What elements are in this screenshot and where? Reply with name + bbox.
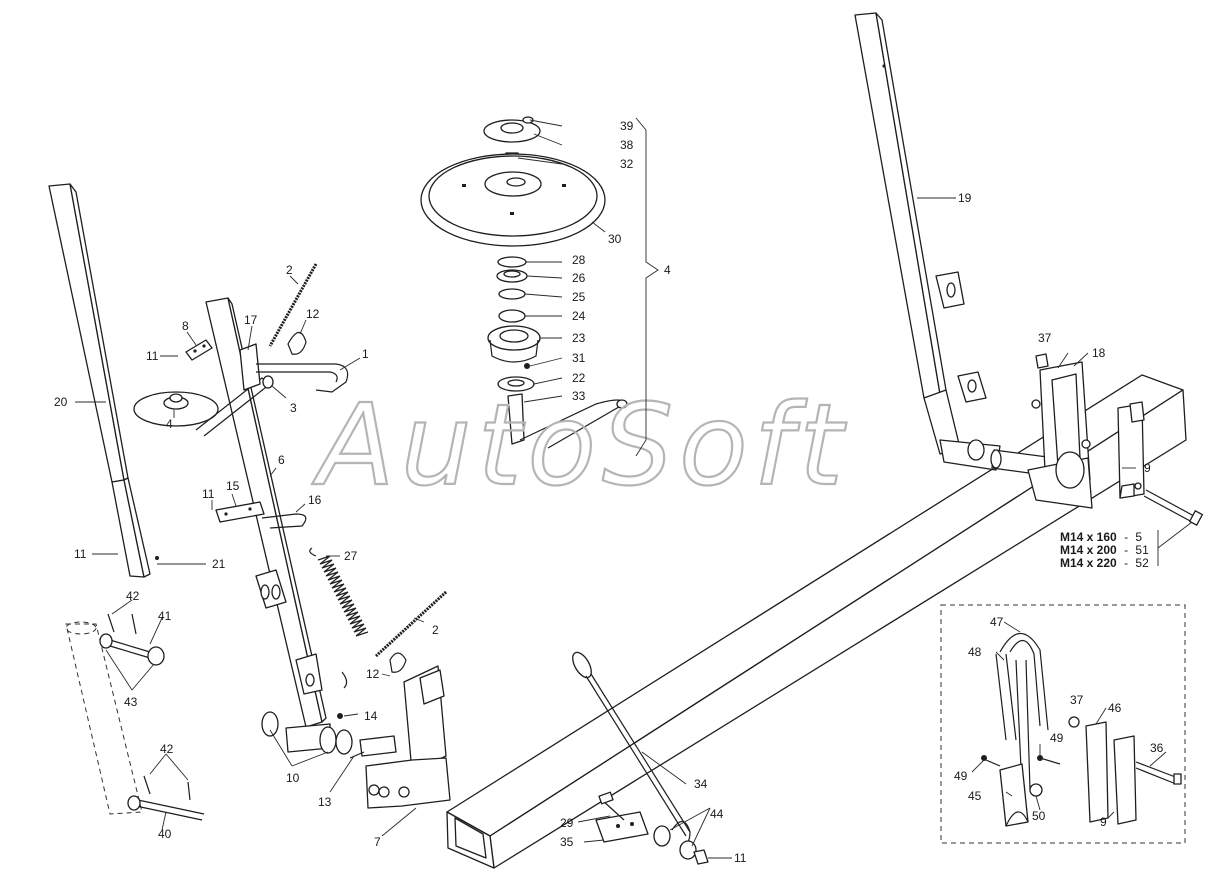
stay-rod-group <box>572 651 709 865</box>
upper-bracket-group <box>185 331 349 393</box>
callout-4-disc: 4 <box>166 417 173 431</box>
callout-25: 25 <box>572 290 586 304</box>
clamp-plate <box>1117 401 1203 526</box>
callout-7: 7 <box>374 835 381 849</box>
mast-mount-bracket <box>1027 353 1093 509</box>
callout-48: 48 <box>968 645 982 659</box>
callout-33: 33 <box>572 389 586 403</box>
callout-11-mid: 11 <box>202 487 215 501</box>
callout-41: 41 <box>158 609 172 623</box>
leader-lines <box>75 117 1193 859</box>
callout-21: 21 <box>212 557 226 571</box>
callout-22: 22 <box>572 371 586 385</box>
bolt-ref: 52 <box>1135 556 1149 570</box>
callout-10: 10 <box>286 771 300 785</box>
watermark-text: AutoSoft <box>312 381 849 511</box>
callout-46: 46 <box>1108 701 1122 715</box>
callout-30: 30 <box>608 232 622 246</box>
coulter-disc-stack <box>420 116 628 449</box>
main-frame-beam <box>446 374 1187 869</box>
bolt-size-table: M14 x 160 - 5 M14 x 200 - 51 M14 x 220 -… <box>1060 530 1149 570</box>
callout-37-main: 37 <box>1038 331 1052 345</box>
callout-40: 40 <box>158 827 172 841</box>
callout-32: 32 <box>620 157 634 171</box>
callout-11-bracket: 11 <box>146 349 159 363</box>
callout-labels: 39 38 32 30 28 26 25 24 23 31 22 33 4 19… <box>54 119 1164 865</box>
lower-mount-bracket <box>349 652 451 809</box>
small-disc-assembly <box>133 377 271 437</box>
bolt-ref: 51 <box>1135 543 1149 557</box>
callout-36: 36 <box>1150 741 1164 755</box>
callout-2-upper: 2 <box>286 263 293 277</box>
callout-1: 1 <box>362 347 369 361</box>
left-mast <box>48 183 159 578</box>
bolt-size: M14 x 200 <box>1060 543 1117 557</box>
callout-6: 6 <box>278 453 285 467</box>
callout-26: 26 <box>572 271 586 285</box>
pin-assembly <box>65 613 205 821</box>
callout-23: 23 <box>572 331 586 345</box>
callout-50: 50 <box>1032 809 1046 823</box>
callout-47: 47 <box>990 615 1004 629</box>
callout-29: 29 <box>560 816 574 830</box>
callout-31: 31 <box>572 351 586 365</box>
callout-14: 14 <box>364 709 378 723</box>
bolt-size: M14 x 220 <box>1060 556 1117 570</box>
callout-37-inset: 37 <box>1070 693 1084 707</box>
callout-20: 20 <box>54 395 68 409</box>
callout-28: 28 <box>572 253 586 267</box>
callout-2-lower: 2 <box>432 623 439 637</box>
bolt-size-row: M14 x 220 - 52 <box>1060 556 1149 570</box>
bolt-size-row: M14 x 200 - 51 <box>1060 543 1149 557</box>
callout-49-right: 49 <box>1050 731 1064 745</box>
detail-inset <box>940 604 1186 844</box>
callout-16: 16 <box>308 493 322 507</box>
callout-12-upper: 12 <box>306 307 320 321</box>
bolt-size: M14 x 160 <box>1060 530 1117 544</box>
callout-44: 44 <box>710 807 724 821</box>
callout-15: 15 <box>226 479 240 493</box>
callout-13: 13 <box>318 795 332 809</box>
bolt-ref: 5 <box>1135 530 1142 544</box>
center-arm <box>205 297 353 755</box>
callout-12-lower: 12 <box>366 667 380 681</box>
callout-9-inset: 9 <box>1100 815 1107 829</box>
callout-38: 38 <box>620 138 634 152</box>
callout-35: 35 <box>560 835 574 849</box>
callout-42-upper: 42 <box>126 589 140 603</box>
callout-34: 34 <box>694 777 708 791</box>
svg-text:M14 x 200 - 51: M14 x 200 - 51 <box>1060 543 1149 557</box>
bolt-separator: - <box>1124 543 1128 557</box>
mid-bracket-group <box>215 501 307 529</box>
callout-42-lower: 42 <box>160 742 174 756</box>
callout-49-left: 49 <box>954 769 968 783</box>
callout-45: 45 <box>968 789 982 803</box>
bolt-size-row: M14 x 160 - 5 <box>1060 530 1142 544</box>
svg-text:M14 x 220 - 52: M14 x 220 - 52 <box>1060 556 1149 570</box>
callout-9-main: 9 <box>1144 461 1151 475</box>
callout-8: 8 <box>182 319 189 333</box>
threaded-rods <box>268 263 448 658</box>
callout-43: 43 <box>124 695 138 709</box>
callout-39: 39 <box>620 119 634 133</box>
callout-4-stack: 4 <box>664 263 671 277</box>
callout-19: 19 <box>958 191 972 205</box>
callout-24: 24 <box>572 309 586 323</box>
bolt-separator: - <box>1124 556 1128 570</box>
callout-18: 18 <box>1092 346 1106 360</box>
bolt-separator: - <box>1124 530 1128 544</box>
callout-11-lower: 11 <box>734 851 747 865</box>
svg-text:M14 x 160 - 5: M14 x 160 - 5 <box>1060 530 1142 544</box>
callout-17: 17 <box>244 313 258 327</box>
callout-3: 3 <box>290 401 297 415</box>
callout-11-mast: 11 <box>74 547 87 561</box>
spring <box>309 547 369 689</box>
right-mast <box>854 12 1071 479</box>
callout-27: 27 <box>344 549 358 563</box>
